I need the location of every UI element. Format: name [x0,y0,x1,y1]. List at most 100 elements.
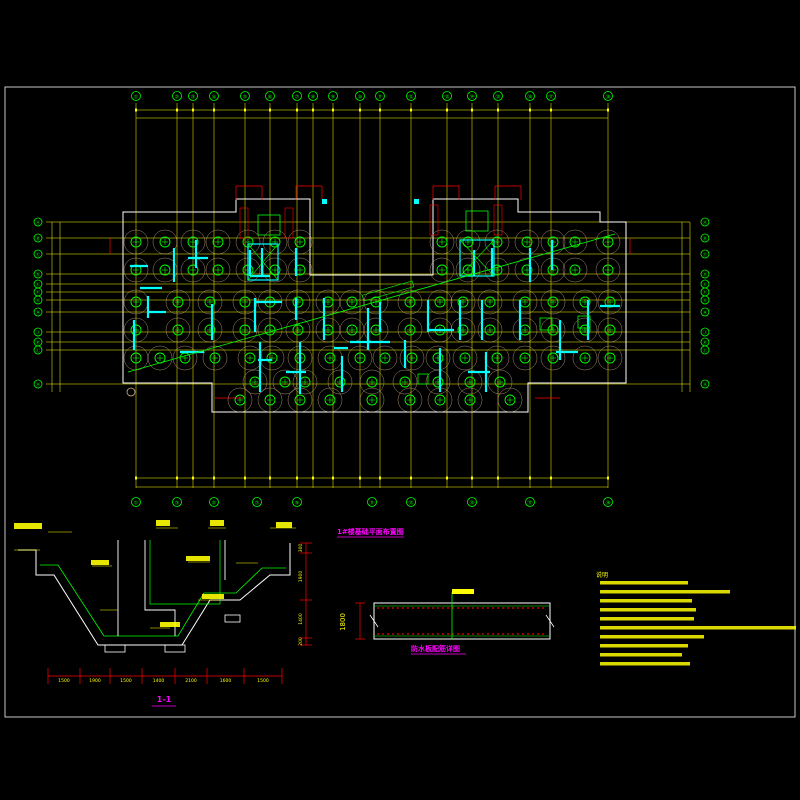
pile-circle [346,296,358,308]
pile-influence-circle [455,229,481,255]
section-dimension-text-right: 1900 [298,571,304,583]
detail-rebar-bottom [457,633,459,635]
pile-circle [354,352,366,364]
pile-circle [432,376,444,388]
grid-bubble-top [209,91,219,101]
grid-label-top: ⑱ [605,94,610,101]
detail-rebar-top [442,607,444,609]
pile-circle [130,296,142,308]
grid-label-left: Ⓗ [36,309,41,316]
foundation-outline [122,198,627,413]
detail-rebar-bottom [492,633,494,635]
detail-rebar-bottom [442,633,444,635]
dimension-tick [446,476,448,480]
pile-circle [187,236,199,248]
pile-influence-circle [514,257,540,283]
detail-rebar-bottom [497,633,499,635]
detail-rebar-top [402,607,404,609]
core-box [459,239,495,277]
detail-rebar-bottom [427,633,429,635]
grid-label-right: Ⓛ [703,347,708,354]
grid-label-top: ① [134,95,139,101]
grid-label-top: ⑧ [311,95,316,101]
grid-bubble-bottom [172,497,182,507]
pile-influence-circle [595,257,621,283]
pile-influence-circle [287,229,313,255]
grid-bubble-bottom [406,497,416,507]
pile-influence-circle [165,317,191,343]
grid-label-left: Ⓒ [36,251,41,258]
grid-bubble-right [700,345,710,355]
pile-influence-circle [147,345,173,371]
pile-circle [457,324,469,336]
grid-label-bottom: ⑰ [527,500,532,507]
pile-influence-circle [123,257,149,283]
marker-square [322,199,327,204]
pile-circle [366,376,378,388]
pile-circle [579,352,591,364]
detail-rebar-top [382,607,384,609]
dimension-tick [446,108,448,112]
grid-label-top: ③ [191,95,195,101]
pile-influence-circle [392,369,418,395]
section-callout-text [14,523,42,529]
detail-rebar-top [527,607,529,609]
pile-circle [172,324,184,336]
pile-circle [294,236,306,248]
dimension-tick [410,108,412,112]
detail-rebar-top [407,607,409,609]
detail-rebar-top [432,607,434,609]
grid-label-bottom: ⑱ [605,500,610,507]
dimension-tick [296,476,298,480]
section-callout-text [276,522,292,528]
pile-influence-circle [172,345,198,371]
detail-rebar-bottom [512,633,514,635]
pile-influence-circle [257,317,283,343]
grid-bubble-right [700,327,710,337]
dimension-tick [176,108,178,112]
grid-label-left: Ⓓ [36,271,41,278]
plan-title: 1#楼基础平面布置图 [337,527,404,536]
pile-circle [521,264,533,276]
pile-circle [484,324,496,336]
pile-influence-circle [180,229,206,255]
detail-rebar-top [492,607,494,609]
pile-circle [294,394,306,406]
section-callout-text [202,594,224,599]
detail-rebar-top [537,607,539,609]
grid-label-left: Ⓕ [36,289,41,296]
pile-influence-circle [597,289,623,315]
grid-bubble-right [700,379,710,389]
dimension-tick [332,108,334,112]
pile-circle [204,296,216,308]
detail-rebar-top [457,607,459,609]
section-callout-text [186,556,210,561]
grid-label-left: Ⓑ [36,235,41,242]
grid-label-right: Ⓙ [703,329,708,336]
pile-influence-circle [197,289,223,315]
pile-influence-circle [477,289,503,315]
pile-circle [269,236,281,248]
pile-circle [266,352,278,364]
grid-label-bottom: ⑮ [469,500,474,507]
detail-title: 防水板配筋详图 [411,644,460,653]
dimension-tick [176,476,178,480]
pile-circle [464,376,476,388]
detail-rebar-top [427,607,429,609]
dimension-tick [332,476,334,480]
detail-rebar-bottom [437,633,439,635]
detail-rebar-bottom [527,633,529,635]
pile-influence-circle [285,317,311,343]
detail-rebar-top [387,607,389,609]
detail-rebar-bottom [432,633,434,635]
grid-label-bottom: ⑤ [212,501,216,507]
pile-influence-circle [272,369,298,395]
pile-influence-circle [227,387,253,413]
pile-circle [130,324,142,336]
detail-rebar-top [452,607,454,609]
pile-circle [434,296,446,308]
pile-circle [491,352,503,364]
pile-influence-circle [285,289,311,315]
